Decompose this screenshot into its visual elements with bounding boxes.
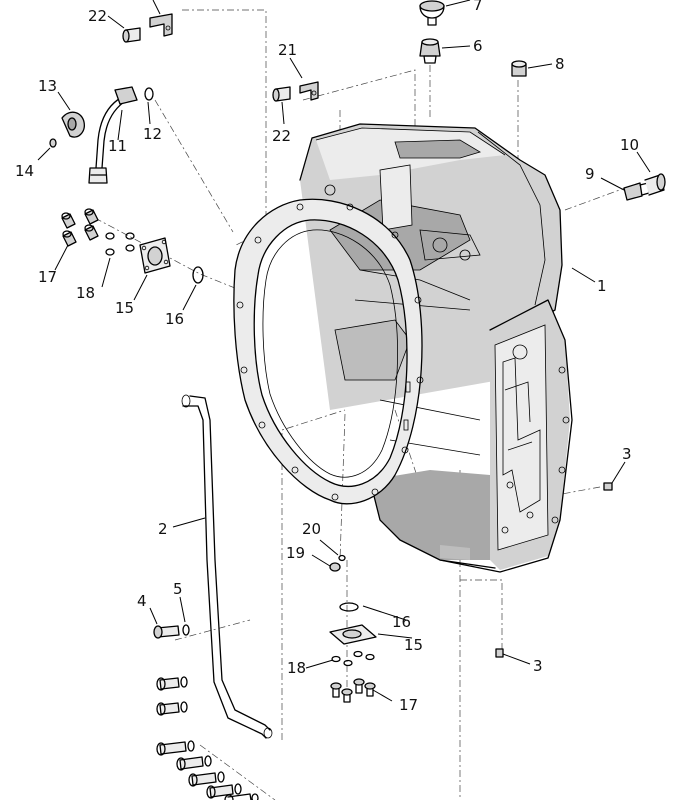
oring-part-16-lower: [339, 602, 359, 612]
plug-part-19: [329, 562, 341, 572]
callout-4: 4: [137, 592, 147, 610]
washers-part-5: [180, 624, 259, 800]
callout-16-upper: 16: [165, 310, 184, 328]
callout-22-lower: 22: [272, 127, 291, 145]
washers-part-18-upper: [105, 232, 135, 256]
washers-part-18-lower: [331, 650, 375, 667]
plug-part-3-lower: [495, 648, 504, 658]
oring-part-16-upper: [192, 266, 204, 284]
callout-17-lower: 17: [399, 696, 418, 714]
cap-part-10: [644, 173, 666, 196]
sensor-part-9: [623, 182, 650, 201]
callout-15-upper: 15: [115, 299, 134, 317]
bolts-part-17-lower: [330, 678, 376, 703]
callout-13: 13: [38, 77, 57, 95]
callout-2: 2: [158, 520, 168, 538]
callout-labels: 1 2 3 3 4 5 6 7 8 9 10 11 12 13 14 15 15…: [15, 0, 639, 714]
oring-part-12: [144, 87, 154, 101]
callout-6: 6: [473, 37, 483, 55]
callout-3-upper: 3: [622, 445, 632, 463]
callout-3-lower: 3: [533, 657, 543, 675]
bolts-part-17-upper: [61, 208, 99, 247]
breather-part-6: [419, 38, 441, 64]
cap-part-7: [419, 0, 445, 26]
housing-flange-ring: [233, 198, 424, 505]
callout-14: 14: [15, 162, 34, 180]
callout-9: 9: [585, 165, 595, 183]
callout-18-lower: 18: [287, 659, 306, 677]
leader-lines: [37, 0, 651, 702]
cover-part-15-lower: [329, 624, 377, 645]
plug-part-3-upper: [603, 482, 613, 491]
tube-part-2: [181, 394, 273, 739]
housing-part-1: [299, 123, 573, 573]
callout-19: 19: [286, 544, 305, 562]
callout-7: 7: [473, 0, 483, 14]
callout-11: 11: [108, 137, 127, 155]
pin-part-22-upper: [122, 27, 141, 43]
callout-8: 8: [555, 55, 565, 73]
callout-12: 12: [143, 125, 162, 143]
cover-part-15-upper: [139, 237, 171, 274]
callout-20: 20: [302, 520, 321, 538]
clamp-part-13: [61, 111, 85, 138]
bolts-part-4: [153, 625, 252, 800]
bracket-part-21-upper: [149, 13, 173, 37]
callout-15-lower: 15: [404, 636, 423, 654]
callout-17-upper: 17: [38, 268, 57, 286]
bolt-part-14: [49, 138, 57, 148]
bracket-part-21-lower: [299, 81, 319, 101]
callout-10: 10: [620, 136, 639, 154]
oring-part-20: [338, 554, 346, 562]
pin-part-22-lower: [272, 86, 291, 102]
callout-22-upper: 22: [88, 7, 107, 25]
callout-18-upper: 18: [76, 284, 95, 302]
callout-21: 21: [278, 41, 297, 59]
sleeve-part-8: [511, 60, 527, 77]
callout-16-lower: 16: [392, 613, 411, 631]
callout-1: 1: [597, 277, 607, 295]
sensor-harness-part-11: [88, 86, 138, 184]
callout-5: 5: [173, 580, 183, 598]
